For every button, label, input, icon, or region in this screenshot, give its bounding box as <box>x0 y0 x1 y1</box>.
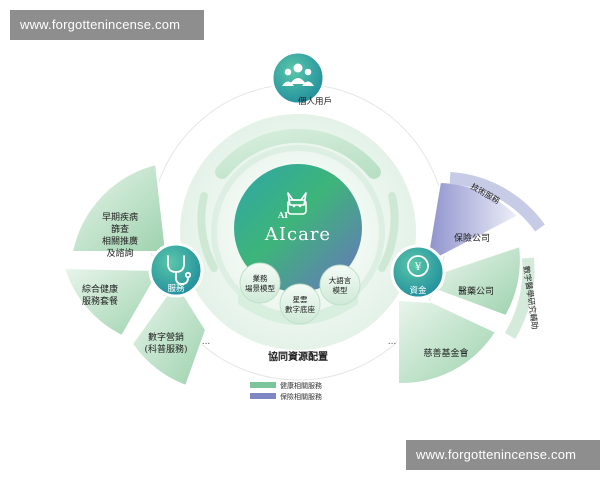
legend-swatch-insurance <box>250 393 276 399</box>
tech-service-arc <box>449 172 545 232</box>
services-segment-screening: 早期疾病 篩查 相關推廣 及諮詢 <box>70 162 168 259</box>
personal-users-label: 個人用戶 <box>298 96 332 107</box>
watermark-top: www.forgottenincense.com <box>10 10 204 40</box>
watermark-bottom: www.forgottenincense.com <box>406 440 600 470</box>
aicare-core: AI AIcare <box>234 164 362 292</box>
core-module-digital-base: 星雲 數字底座 <box>279 283 321 325</box>
segment-text: (科普服務) <box>144 343 187 355</box>
research-arc <box>504 257 535 340</box>
svg-text:¥: ¥ <box>414 262 422 273</box>
services-hub-label: 服務 <box>167 283 185 294</box>
capital-segment-insurance: 保險公司 <box>426 180 520 264</box>
segment-text: 保險公司 <box>454 232 490 244</box>
capital-hub: ¥ 資金 <box>390 244 446 300</box>
people-icon <box>282 63 314 86</box>
logo-text: AIcare <box>264 224 331 245</box>
services-hub: 服務 <box>148 242 204 298</box>
ellipsis-left: ... <box>202 337 211 347</box>
legend-swatch-health <box>250 382 276 388</box>
segment-text: 綜合健康 <box>82 283 118 295</box>
segment-text: 早期疾病 <box>102 211 138 223</box>
capital-segment-charity: 慈善基金會 <box>397 298 498 386</box>
segment-text: 服務套餐 <box>82 295 118 307</box>
stethoscope-icon <box>167 255 192 285</box>
logo-badge: AI <box>277 210 288 220</box>
core-left-arc <box>197 192 218 272</box>
module-line: 大語言 <box>329 275 352 285</box>
core-upper-arc <box>215 128 381 179</box>
module-line: 業務 <box>253 273 268 283</box>
module-line: 數字底座 <box>285 304 315 314</box>
legend-label-health: 健康相關服務 <box>280 381 322 390</box>
segment-text: 醫藥公司 <box>458 285 494 297</box>
core-right-arc <box>378 192 399 272</box>
cat-head-icon <box>287 192 307 215</box>
collab-label: 協同資源配置 <box>268 350 328 363</box>
ellipsis-right: ... <box>388 337 397 347</box>
module-base <box>238 290 358 325</box>
personal-users-hub: 個人用戶 <box>270 50 332 107</box>
legend: 健康相關服務 保險相關服務 <box>250 381 322 401</box>
segment-text: 相關推廣 <box>102 235 138 247</box>
core-module-scenario: 業務 場景模型 <box>239 262 281 304</box>
services-segment-digital-marketing: 數字營銷 (科普服務) <box>130 280 208 388</box>
module-line: 星雲 <box>293 295 308 304</box>
capital-hub-label: 資金 <box>409 285 427 296</box>
segment-text: 及諮詢 <box>106 247 133 259</box>
services-segment-health-package: 綜合健康 服務套餐 <box>62 266 162 338</box>
module-line: 模型 <box>333 285 348 295</box>
yen-coin-icon: ¥ <box>407 255 429 277</box>
segment-text: 篩查 <box>111 223 129 235</box>
segment-text: 數字營銷 <box>148 331 184 343</box>
legend-label-insurance: 保險相關服務 <box>280 392 322 401</box>
segment-text: 慈善基金會 <box>423 347 468 359</box>
module-line: 場景模型 <box>245 283 275 293</box>
capital-segment-pharma: 醫藥公司 <box>435 244 522 318</box>
core-module-llm: 大語言 模型 <box>319 264 361 306</box>
